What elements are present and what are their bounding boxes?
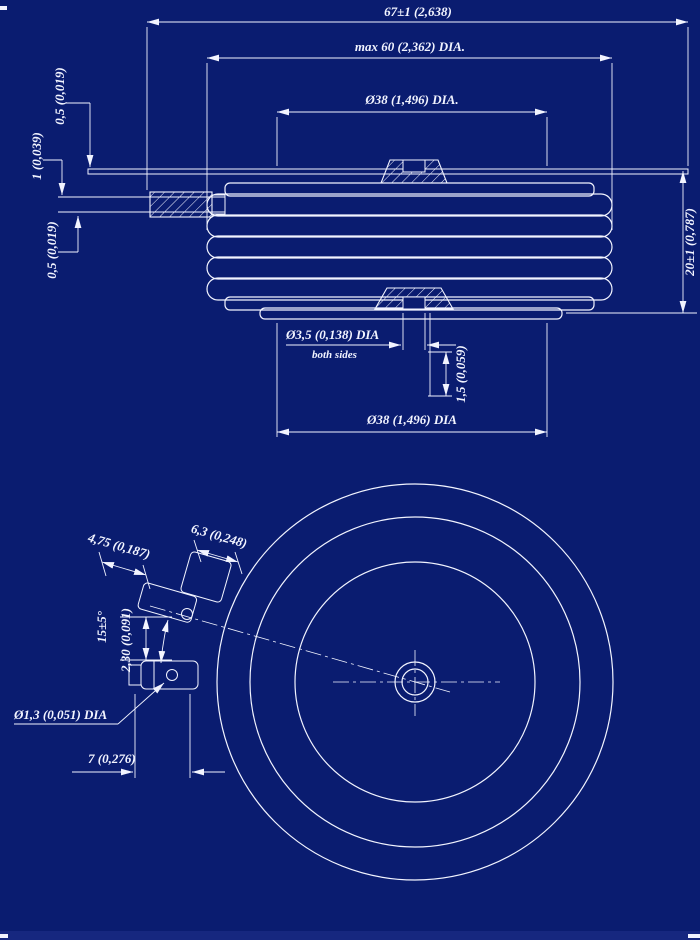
gate-lead-crimp [149,191,213,218]
dim-terminal-hole: Ø1,3 (0,051) DIA [13,682,165,725]
dim-terminal-offset-label: 2,30 (0,091) [118,608,133,673]
dim-total-width: 67±1 (2,638) [146,4,689,190]
dim-recess-depth-label: 1,5 (0,059) [453,345,468,402]
side-view: 67±1 (2,638) max 60 (2,362) DIA. Ø38 (1,… [29,4,697,437]
dim-gate-hole-label: Ø3,5 (0,138) DIA [285,327,379,342]
cathode-boss-notch [402,159,426,173]
dim-lead-thickness: 1 (0,039) [29,132,66,195]
lower-terminal-hole [166,669,178,681]
dim-lower-plate-thickness-label: 0,5 (0,019) [44,221,59,278]
dim-tab-length: 4,75 (0,187) [85,529,152,590]
lower-terminal [140,660,199,690]
sheet-edge-mark [0,934,8,938]
dim-tab-width-label: 6,3 (0,248) [190,521,249,551]
sheet-bottom-band [0,931,700,940]
dim-terminal-hole-label: Ø1,3 (0,051) DIA [13,707,107,722]
dim-top-pole-dia-label: Ø38 (1,496) DIA. [364,92,458,107]
dim-height: 20±1 (0,787) [566,171,697,314]
dim-top-pole-dia: Ø38 (1,496) DIA. [276,92,548,166]
gate-terminal-lug [137,582,198,623]
dim-terminal-offset: 2,30 (0,091) [118,608,172,673]
dim-lead-length: 7 (0,276) [72,694,225,778]
pole-face-circle [294,561,536,803]
bottom-view: 4,75 (0,187) 6,3 (0,248) 15±5° 2,30 (0,0… [13,483,614,881]
dim-tab-width: 6,3 (0,248) [190,521,249,575]
dim-bottom-pole-dia-label: Ø38 (1,496) DIA [366,412,457,427]
dim-plate-thickness-label: 0,5 (0,019) [52,67,67,124]
centerline-diagonal [149,605,451,693]
dim-total-width-label: 67±1 (2,638) [384,4,452,19]
ceramic-fin [206,193,613,217]
lower-terminal-lead-stub [128,664,142,686]
dim-max-dia: max 60 (2,362) DIA. [206,39,613,230]
dim-gate-hole-note: both sides [312,349,357,361]
dim-bottom-pole-dia: Ø38 (1,496) DIA [276,323,548,437]
dim-gate-hole: Ø3,5 (0,138) DIA both sides [285,313,456,361]
dim-recess-depth: 1,5 (0,059) [428,313,468,403]
gate-lead-connector [211,194,226,215]
ceramic-fin [206,235,613,259]
outer-rim-circle [216,483,614,881]
dim-lower-plate-thickness: 0,5 (0,019) [44,216,82,279]
dim-terminal-angle: 15±5° [94,610,169,664]
gate-terminal-assembly [128,551,232,690]
flange-circle [249,516,581,848]
anode-boss-notch [402,296,426,310]
dim-lead-thickness-label: 1 (0,039) [29,132,44,180]
gate-terminal-hole [181,608,193,620]
dim-height-label: 20±1 (0,787) [682,208,697,277]
ceramic-fin [206,214,613,238]
dim-plate-thickness: 0,5 (0,019) [52,67,94,167]
gate-terminal-tab [180,551,232,603]
side-view-outline [58,159,689,320]
ceramic-fin [206,256,613,280]
dim-terminal-angle-label: 15±5° [94,610,109,643]
dim-max-dia-label: max 60 (2,362) DIA. [355,39,465,54]
sheet-edge-mark [0,6,7,10]
dim-lead-length-label: 7 (0,276) [88,751,136,766]
dim-tab-length-label: 4,75 (0,187) [85,529,152,561]
sheet-edge-mark [688,934,700,938]
